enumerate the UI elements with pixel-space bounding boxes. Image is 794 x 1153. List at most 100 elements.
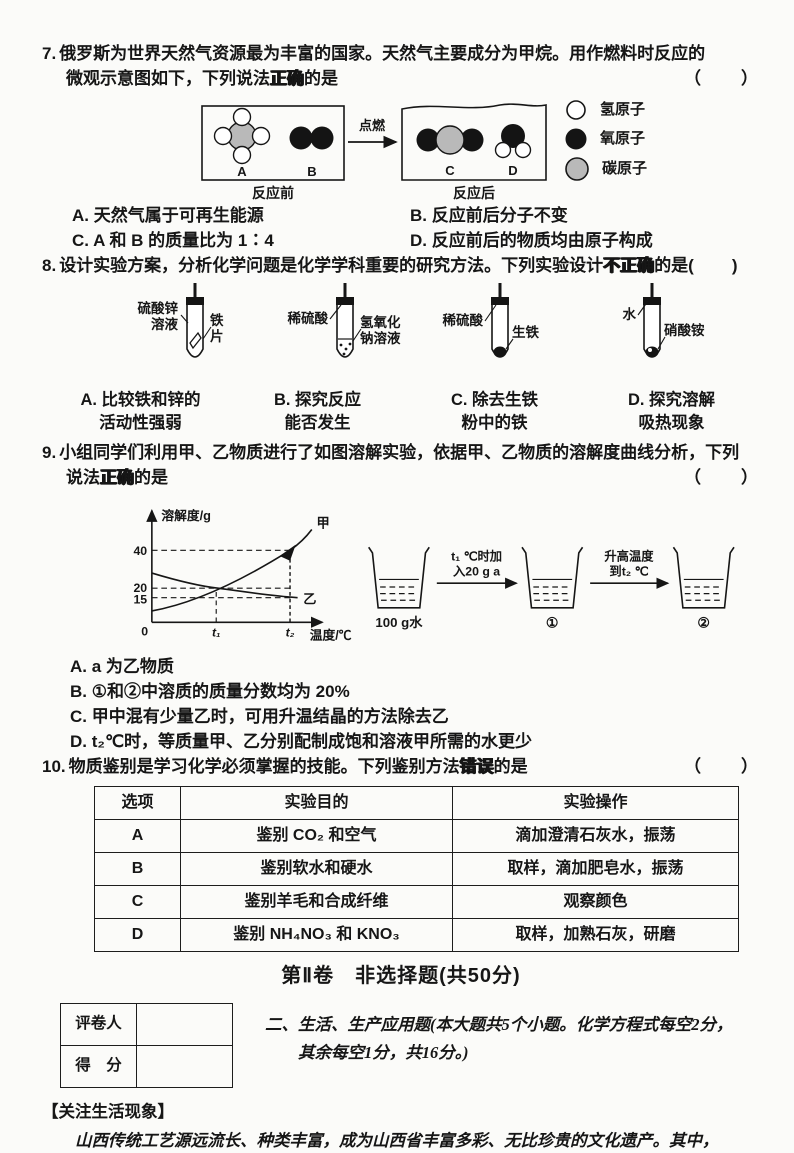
before-reaction-label: 反应前 — [252, 185, 294, 201]
question-10: 10. 物质鉴别是学习化学必须掌握的技能。下列鉴别方法错误的是 （ ） 选项 实… — [42, 755, 760, 952]
header-purpose: 实验目的 — [180, 785, 453, 820]
tube-b-right-label-1: 氢氧化 — [360, 314, 401, 330]
q7-line2-post: 的是 — [304, 68, 338, 88]
beaker-3-label: ② — [697, 616, 710, 632]
beaker-2: ① — [520, 546, 583, 632]
testtube-a: 硫酸锌 溶液 铁 片 — [138, 282, 224, 358]
curve-jia — [151, 529, 313, 612]
q8-option-d-line1: D. 探究溶解 — [627, 390, 716, 409]
row-d-purpose: 鉴别 NH₄NO₃ 和 KNO₃ — [180, 917, 453, 952]
q9-answer-bracket: （ ） — [684, 468, 760, 488]
topic-tag: 【关注生活现象】 — [42, 1103, 174, 1122]
row-d-option: D — [94, 917, 181, 952]
iron-piece — [189, 331, 202, 350]
tube-d-right-label: 硝酸铵 — [664, 322, 705, 338]
ytick-40: 40 — [133, 544, 147, 558]
table-row: D 鉴别 NH₄NO₃ 和 KNO₃ 取样，加熟石灰，研磨 — [94, 917, 739, 952]
tube-c-left-label: 稀硫酸 — [443, 312, 484, 328]
after-reaction-box — [401, 103, 547, 181]
section-2-title: 第Ⅱ卷 非选择题(共50分) — [281, 964, 521, 987]
row-c-operation: 观察颜色 — [452, 884, 739, 919]
header-option: 选项 — [94, 785, 181, 820]
hydrogen-atom — [494, 141, 512, 159]
q8-option-a: A. 比较铁和锌的 活动性强弱 — [52, 389, 229, 435]
grader-blank-cell — [136, 1003, 233, 1047]
pig-iron — [493, 346, 507, 358]
tube-c-right-label: 生铁 — [512, 324, 540, 340]
q8-text: 设计实验方案，分析化学问题是化学学科重要的研究方法。下列实验设计不正确的是( ) — [59, 254, 739, 279]
testtube-b: 稀硫酸 氢氧化 钠溶液 — [288, 282, 401, 358]
q7-option-c: C. A 和 B 的质量比为 1∶4 — [72, 230, 274, 250]
q8-option-b-line1: B. 探究反应 — [273, 390, 362, 409]
q8-number: 8. — [42, 255, 57, 275]
q8-tubes-svg: 硫酸锌 溶液 铁 片 稀硫酸 氢氧化 钠溶液 — [138, 282, 705, 358]
xtick-t1: t₁ — [212, 626, 220, 640]
hydrogen-atom — [232, 145, 252, 165]
row-b-purpose: 鉴别软水和硬水 — [180, 851, 453, 886]
molecule-b-label: B — [307, 164, 316, 179]
hydrogen-atom — [514, 141, 532, 159]
section-2-intro: 二、生活、生产应用题(本大题共5个小题。化学方程式每空2分， 其余每空1分，共1… — [265, 1011, 733, 1088]
legend-oxygen: 氧原子 — [564, 127, 647, 151]
q10-text: 10. 物质鉴别是学习化学必须掌握的技能。下列鉴别方法错误的是 — [42, 755, 528, 780]
row-a-operation: 滴加澄清石灰水，振荡 — [452, 818, 739, 853]
xtick-t2: t₂ — [286, 626, 295, 640]
q9-option-b: B. ①和②中溶质的质量分数均为 20% — [70, 682, 350, 702]
tube-a-left-label-1: 硫酸锌 — [138, 300, 179, 316]
q8-option-d: D. 探究溶解 吸热现象 — [583, 389, 760, 435]
q7-options: A. 天然气属于可再生能源 B. 反应前后分子不变 C. A 和 B 的质量比为… — [72, 204, 760, 254]
q8-answer-bracket: ) — [693, 255, 740, 275]
question-9: 9. 小组同学们利用甲、乙物质进行了如图溶解实验，依据甲、乙物质的溶解度曲线分析… — [42, 441, 760, 755]
origin-label: 0 — [141, 625, 148, 639]
beaker-1-label: 100 g水 — [375, 614, 423, 630]
beaker-2-label: ① — [545, 616, 558, 632]
oxygen-atom — [416, 128, 440, 152]
header-operation: 实验操作 — [452, 785, 739, 820]
q7-line2-pre: 微观示意图如下，下列说法 — [66, 68, 270, 88]
q9-text-line1: 小组同学们利用甲、乙物质进行了如图溶解实验，依据甲、乙物质的溶解度曲线分析，下列 — [59, 443, 740, 463]
carbon-atom-icon — [565, 157, 589, 181]
carbon-atom — [435, 125, 465, 155]
row-c-purpose: 鉴别羊毛和合成纤维 — [180, 884, 453, 919]
curve-yi — [151, 572, 298, 599]
tube-b-right-label-2: 钠溶液 — [360, 330, 401, 346]
atom-legend: 氢原子 氧原子 碳原子 — [564, 98, 647, 187]
q7-molecule-diagram: A B 反应前 点燃 C D 反应 — [201, 103, 547, 201]
q10-number: 10. — [42, 757, 66, 776]
row-d-operation: 取样，加熟石灰，研磨 — [452, 917, 739, 952]
step-1-label-line2: 入20 g a — [452, 565, 499, 579]
q8-testtube-diagrams: 硫酸锌 溶液 铁 片 稀硫酸 氢氧化 钠溶液 — [60, 281, 760, 387]
grading-area: 评卷人 得 分 二、生活、生产应用题(本大题共5个小题。化学方程式每空2分， 其… — [42, 1003, 760, 1089]
ytick-15: 15 — [133, 592, 147, 606]
hydrogen-atom-icon — [566, 100, 586, 120]
q9-line2-pre: 说法 — [66, 468, 100, 488]
oxygen-atom — [310, 126, 334, 150]
q7-line2-emphasis: 正确 — [270, 68, 304, 88]
q8-option-d-line2: 吸热现象 — [638, 414, 705, 432]
tube-b-left-label: 稀硫酸 — [288, 310, 329, 326]
tube-a-left-label-2: 溶液 — [151, 316, 178, 332]
table-row: C 鉴别羊毛和合成纤维 观察颜色 — [94, 884, 739, 919]
hydrogen-atom — [232, 107, 252, 127]
ytick-20: 20 — [133, 581, 147, 595]
oxygen-atom — [460, 128, 484, 152]
row-a-option: A — [94, 818, 181, 853]
legend-carbon: 碳原子 — [564, 156, 647, 182]
q8-pre: 设计实验方案，分析化学问题是化学学科重要的研究方法。下列实验设计 — [59, 255, 604, 275]
q8-option-c-line1: C. 除去生铁 — [450, 390, 539, 409]
ammonium-nitrate — [645, 346, 659, 358]
section-2-intro-line1: 二、生活、生产应用题(本大题共5个小题。化学方程式每空2分， — [265, 1015, 733, 1035]
q9-option-d: D. t₂℃时，等质量甲、乙分别配制成饱和溶液甲所需的水更少 — [70, 732, 533, 752]
q10-answer-bracket: （ ） — [684, 757, 760, 776]
q10-post: 的是 — [493, 757, 528, 776]
q9-options: A. a 为乙物质 B. ①和②中溶质的质量分数均为 20% C. 甲中混有少量… — [70, 655, 760, 755]
q10-emphasis: 错误 — [459, 757, 494, 776]
y-axis-label: 溶解度/g — [161, 508, 211, 523]
hydrogen-atom — [251, 126, 271, 146]
q9-option-c: C. 甲中混有少量乙时，可用升温结晶的方法除去乙 — [70, 707, 449, 727]
q8-option-b-line2: 能否发生 — [284, 414, 351, 432]
question-7: 7. 俄罗斯为世界天然气资源最为丰富的国家。天然气主要成分为甲烷。用作燃料时反应… — [42, 42, 760, 254]
q8-post: 的是( — [654, 255, 694, 275]
legend-oxygen-label: 氧原子 — [600, 129, 646, 147]
